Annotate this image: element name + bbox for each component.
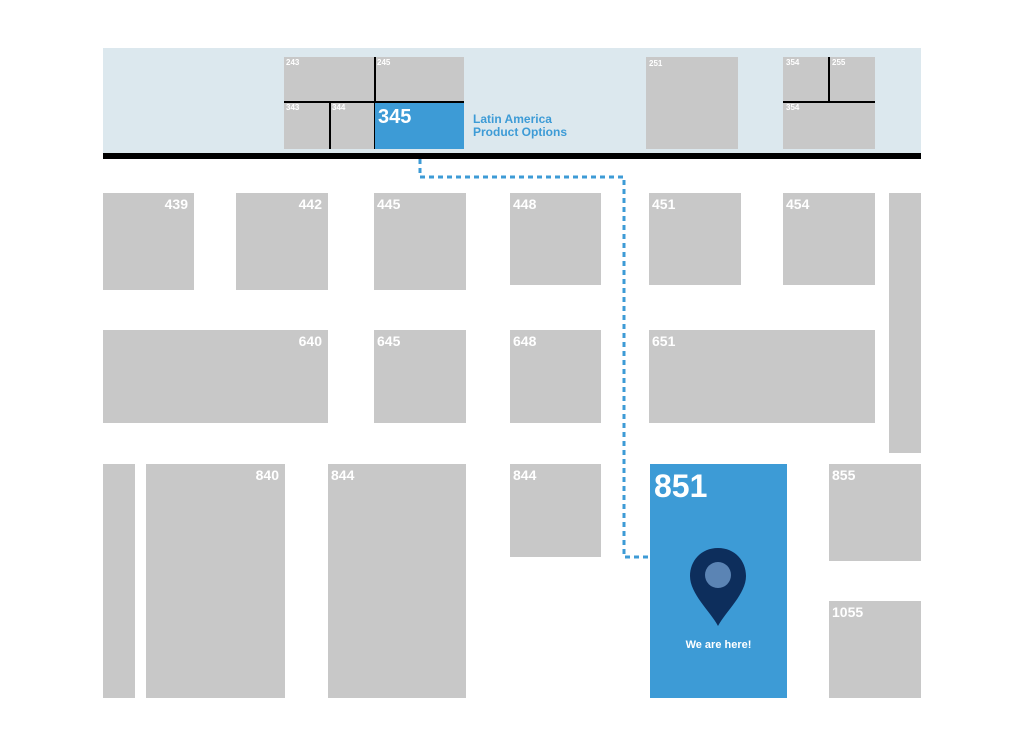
booth-648[interactable]: 648 — [510, 330, 601, 423]
booth-448-label: 448 — [513, 196, 537, 212]
booth-855[interactable]: 855 — [829, 464, 921, 561]
booth-255-label: 255 — [832, 58, 846, 67]
booth-454-label: 454 — [786, 196, 810, 212]
booth-442-label: 442 — [298, 196, 322, 212]
booth-840-label: 840 — [255, 467, 279, 483]
booth-844-small-label: 844 — [513, 467, 537, 483]
booth-851-label: 851 — [654, 468, 708, 504]
booth-divider — [783, 101, 875, 103]
booth-648-label: 648 — [513, 333, 537, 349]
booth-844[interactable]: 844 — [328, 464, 466, 698]
booth-451[interactable]: 451 — [649, 193, 741, 285]
booth-640-label: 640 — [298, 333, 322, 349]
booth-243-label: 243 — [286, 58, 300, 67]
booth-445[interactable]: 445 — [374, 193, 466, 290]
booth-344-label: 344 — [332, 103, 346, 112]
booth-345[interactable]: 345 — [375, 103, 464, 149]
booth-855-label: 855 — [832, 467, 856, 483]
booth-645-label: 645 — [377, 333, 401, 349]
booth-divider — [329, 101, 331, 149]
booth-844-small[interactable]: 844 — [510, 464, 601, 557]
booth-345-callout: Latin America Product Options — [473, 113, 567, 139]
booth-840[interactable]: 840 — [146, 464, 285, 698]
booth-343-label: 343 — [286, 103, 300, 112]
booth-251[interactable]: 251 — [646, 57, 738, 149]
booth-345-label: 345 — [378, 106, 412, 128]
booth-354-label: 354 — [786, 58, 800, 67]
booth-451-label: 451 — [652, 196, 676, 212]
booth-245-label: 245 — [377, 58, 391, 67]
booth-354-label-lower: 354 — [786, 103, 800, 112]
booth-1055[interactable]: 1055 — [829, 601, 921, 698]
booth-651[interactable]: 651 — [649, 330, 875, 423]
booth-442[interactable]: 442 — [236, 193, 328, 290]
booth-645[interactable]: 645 — [374, 330, 466, 423]
you-are-here-label: We are here! — [685, 639, 752, 651]
booth-844-label: 844 — [331, 467, 355, 483]
booth-448[interactable]: 448 — [510, 193, 601, 285]
booth-651-label: 651 — [652, 333, 676, 349]
booth-439[interactable]: 439 — [103, 193, 194, 290]
main-aisle-line — [103, 153, 921, 159]
map-pin-icon — [690, 548, 746, 626]
callout-line-1: Latin America — [473, 112, 552, 126]
booth-1055-label: 1055 — [832, 604, 864, 620]
route-path — [418, 159, 650, 559]
booth-251-label: 251 — [649, 59, 663, 68]
callout-line-2: Product Options — [473, 125, 567, 139]
booth-454[interactable]: 454 — [783, 193, 875, 285]
booth-divider — [284, 101, 464, 103]
booth-left-column[interactable] — [103, 464, 135, 698]
booth-side-column[interactable] — [889, 193, 921, 453]
booth-divider — [828, 57, 830, 103]
booth-445-label: 445 — [377, 196, 401, 212]
booth-640[interactable]: 640 — [103, 330, 328, 423]
booth-439-label: 439 — [164, 196, 188, 212]
